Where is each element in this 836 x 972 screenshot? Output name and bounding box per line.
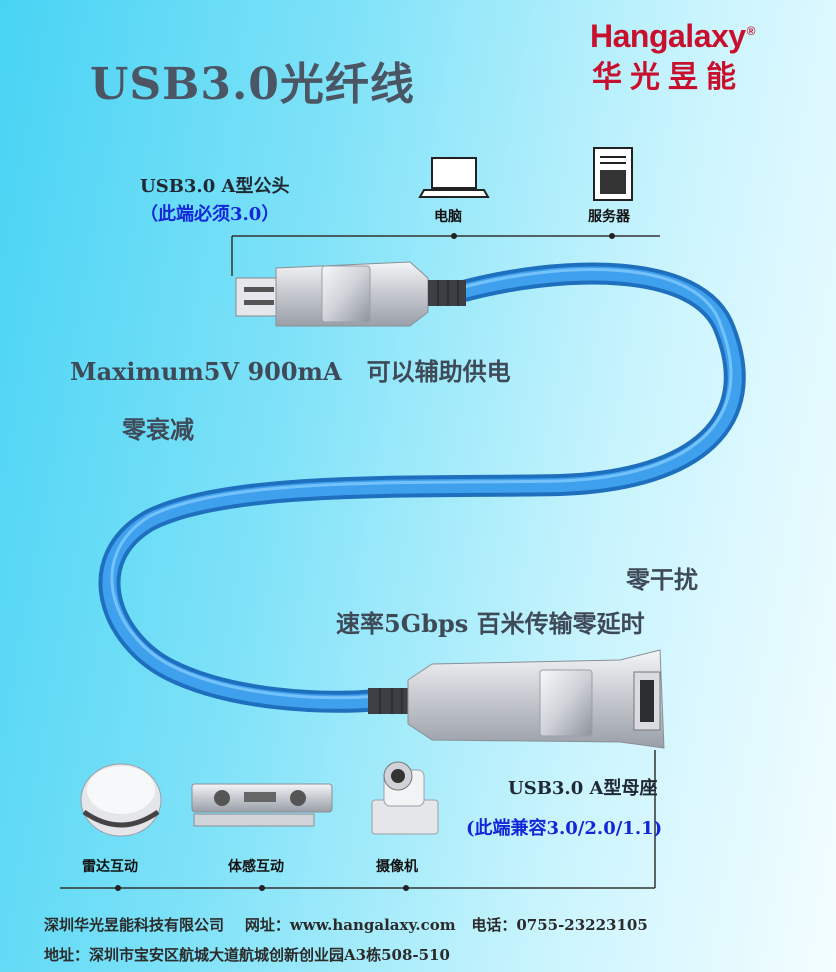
- device-label-camera: 摄像机: [376, 859, 418, 875]
- connection-lines-bottom: [60, 750, 656, 889]
- usb-a-male-connector: [235, 261, 466, 327]
- motion-sensor-icon: [191, 783, 333, 827]
- feature-interference: 零干扰: [626, 565, 698, 594]
- connector-b-note: (此端兼容3.0/2.0/1.1): [466, 818, 663, 839]
- connector-a-note: （此端必须3.0）: [140, 204, 280, 225]
- device-label-server: 服务器: [588, 209, 630, 225]
- device-label-motion: 体感互动: [228, 859, 284, 875]
- footer-address-line: 地址：深圳市宝安区航城大道航城创新创业园A3栋508-510: [44, 946, 450, 964]
- feature-power: Maximum5V 900mA 可以辅助供电: [70, 357, 511, 386]
- brand-logo-en: Hangalaxy®: [590, 18, 755, 54]
- connection-lines-top: [231, 235, 660, 276]
- feature-attenuation: 零衰减: [122, 415, 194, 444]
- feature-speed: 速率5Gbps 百米传输零延时: [336, 609, 645, 638]
- laptop-icon: [418, 157, 490, 198]
- footer-company-line: 深圳华光昱能科技有限公司 网址：www.hangalaxy.com 电话：075…: [44, 916, 648, 934]
- brand-logo-cn: 华光昱能: [592, 60, 744, 95]
- connector-a-label: USB3.0 A型公头: [140, 176, 290, 197]
- page-title: USB3.0光纤线: [90, 59, 415, 110]
- radar-device-icon: [80, 763, 162, 837]
- device-label-laptop: 电脑: [434, 209, 462, 225]
- connector-b-label: USB3.0 A型母座: [508, 778, 658, 799]
- device-label-radar: 雷达互动: [82, 859, 138, 875]
- server-icon: [593, 147, 633, 201]
- camera-icon: [371, 761, 439, 835]
- usb-a-female-connector: [368, 649, 665, 749]
